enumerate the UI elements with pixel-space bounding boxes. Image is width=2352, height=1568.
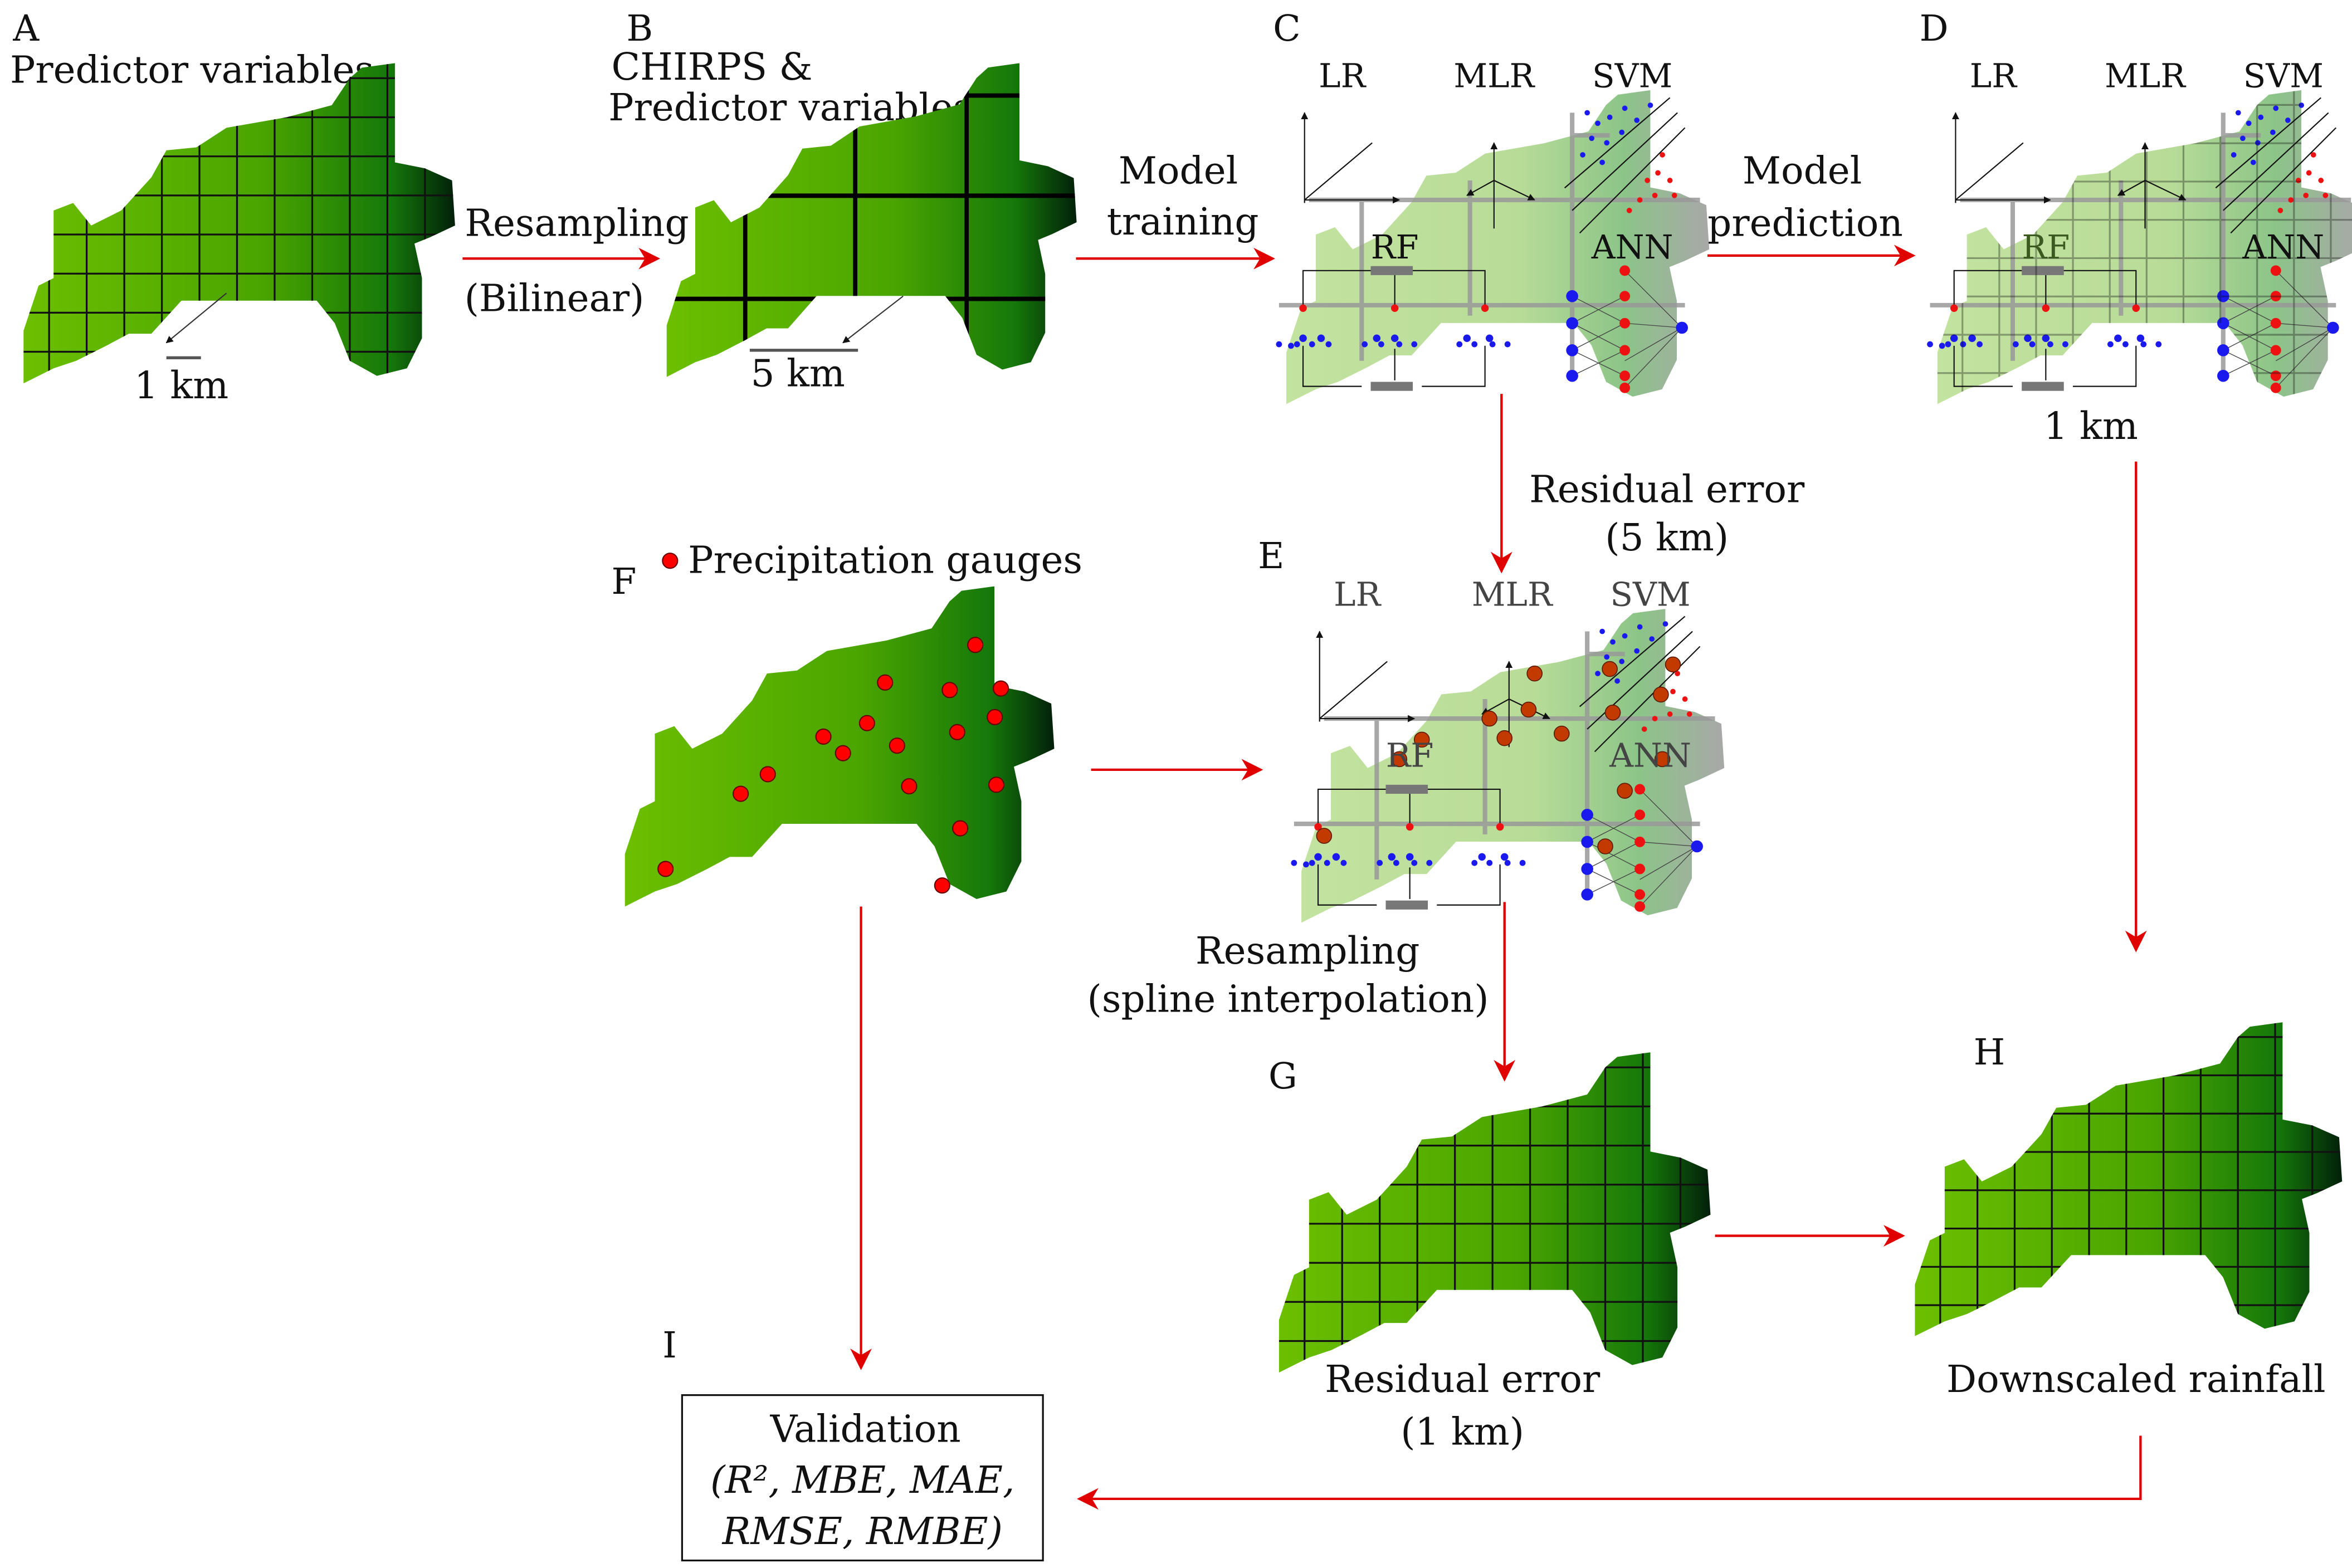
- panel-c-model-training: C LR MLR SVM RF ANN: [1273, 8, 1709, 404]
- step-prediction-label: prediction: [1707, 201, 1903, 245]
- residual-points: [1316, 656, 1681, 854]
- residual-5km-label-2: (5 km): [1605, 515, 1729, 559]
- step-model-label-2: Model: [1743, 148, 1862, 192]
- step-training-label: training: [1107, 199, 1259, 243]
- panel-h-downscaled: H Downscaled rainfall: [1915, 1022, 2343, 1401]
- validation-title: Validation: [770, 1406, 961, 1450]
- panel-letter-i: I: [662, 1325, 677, 1366]
- gauge-legend-icon: [662, 553, 679, 569]
- panel-letter-b: B: [627, 8, 653, 50]
- scale-label-5km: 5 km: [751, 351, 845, 395]
- spline-resampling-label-1: Resampling: [1195, 929, 1420, 973]
- panel-e-residual-models: E LR MLR SVM RF ANN: [1258, 535, 1724, 922]
- model-svm-label: SVM: [1592, 57, 1672, 96]
- scale-label-1km: 1 km: [134, 363, 228, 407]
- model-lr-label: LR: [1334, 576, 1382, 614]
- panel-letter-d: D: [1920, 8, 1949, 50]
- step-bilinear-label: (Bilinear): [465, 276, 645, 320]
- scale-label-1km-d: 1 km: [2044, 404, 2138, 448]
- model-rf-label: RF: [2022, 228, 2070, 267]
- panel-letter-c: C: [1273, 8, 1301, 50]
- model-lr-label: LR: [1319, 57, 1367, 96]
- model-ann-label: ANN: [1591, 228, 1673, 267]
- model-svm-label: SVM: [2243, 57, 2324, 96]
- model-rf-label: RF: [1371, 228, 1419, 267]
- step-model-label: Model: [1119, 148, 1238, 192]
- panel-letter-a: A: [12, 8, 40, 50]
- panel-a-title: Predictor variables: [10, 47, 374, 91]
- validation-metrics-1: (R², MBE, MAE,: [710, 1458, 1014, 1502]
- panel-letter-f: F: [612, 561, 637, 603]
- residual-5km-label-1: Residual error: [1529, 467, 1805, 511]
- gauge-legend-label: Precipitation gauges: [688, 538, 1082, 582]
- residual-1km-label-2: (1 km): [1401, 1410, 1524, 1454]
- panel-f-gauges: F Precipitation gauges: [612, 538, 1082, 907]
- step-resampling-label: Resampling: [465, 201, 689, 245]
- panel-letter-h: H: [1974, 1032, 2005, 1073]
- panel-i-validation: I Validation (R², MBE, MAE, RMSE, RMBE): [662, 1325, 1044, 1562]
- model-ann-label: ANN: [1609, 736, 1691, 775]
- predictor-map-1km: [23, 63, 455, 384]
- panel-letter-e: E: [1258, 535, 1284, 577]
- model-mlr-label: MLR: [1472, 576, 1554, 614]
- arrow-h-to-i: [1077, 1435, 2142, 1510]
- panel-g-residual-1km: G Residual error (1 km): [1268, 1052, 1711, 1454]
- model-svm-label: SVM: [1610, 576, 1690, 614]
- model-ann-label: ANN: [2242, 228, 2324, 267]
- model-lr-label: LR: [1970, 57, 2018, 96]
- panel-b-title-1: CHIRPS &: [612, 45, 813, 89]
- validation-box: [681, 1394, 1044, 1562]
- residual-1km-label-1: Residual error: [1325, 1357, 1600, 1401]
- validation-metrics-2: RMSE, RMBE): [721, 1509, 1003, 1553]
- panel-a: A Predictor variables 1 km: [10, 8, 455, 407]
- spline-resampling-label-2: (spline interpolation): [1087, 976, 1489, 1020]
- downscaled-rainfall-label: Downscaled rainfall: [1946, 1357, 2326, 1401]
- panel-b: B CHIRPS & Predictor variables 5 km: [608, 8, 1077, 395]
- model-rf-label: RF: [1386, 736, 1434, 775]
- panel-d-model-prediction: D LR MLR SVM RF ANN 1 km: [1920, 8, 2352, 448]
- model-mlr-label: MLR: [1453, 57, 1535, 96]
- panel-letter-g: G: [1268, 1056, 1297, 1097]
- precipitation-gauges: [657, 637, 1009, 894]
- model-mlr-label: MLR: [2105, 57, 2187, 96]
